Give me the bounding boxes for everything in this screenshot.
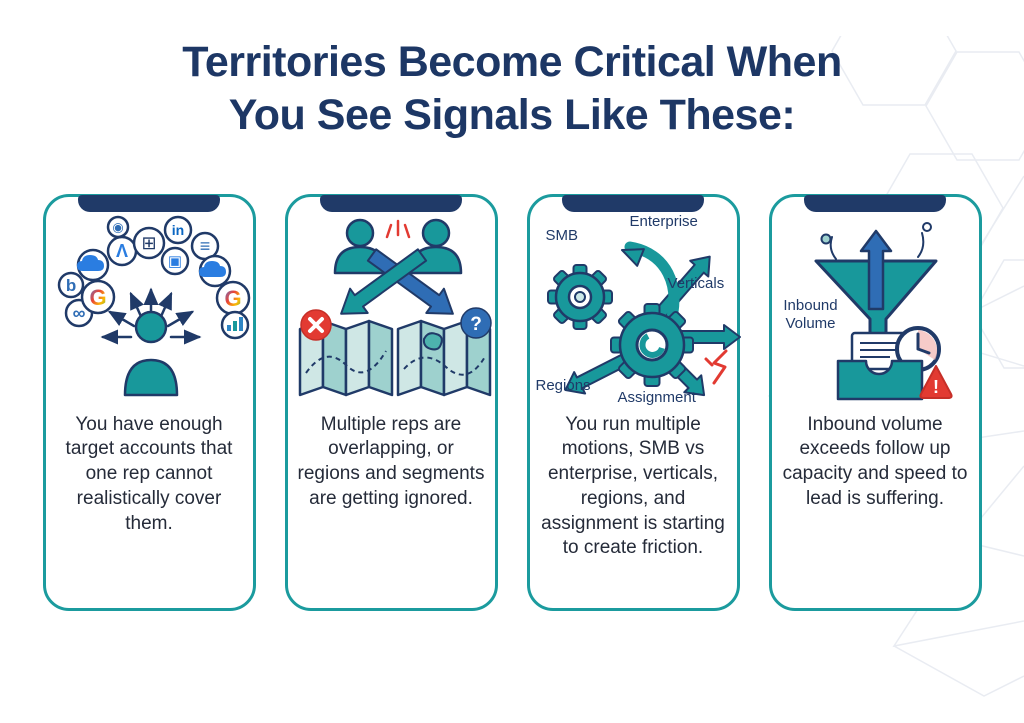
assignment-label: Assignment: [617, 388, 696, 406]
question-badge-icon: ?: [459, 307, 492, 339]
rep-right-icon: [409, 218, 462, 274]
phone-notch: [562, 194, 704, 212]
prospect-logo-cloud-icon: ∞ b G Λ: [57, 215, 250, 396]
inbound-volume-label: Inbound Volume: [783, 296, 838, 332]
bar-chart-logo-icon: [220, 310, 249, 339]
svg-text:b: b: [65, 276, 75, 295]
svg-text:∞: ∞: [72, 303, 85, 323]
region-blob: [422, 331, 443, 351]
card-overlapping-reps: ? Multiple reps are overlapping, or regi…: [284, 193, 498, 611]
card-enough-target-accounts: ∞ b G Λ: [42, 193, 256, 611]
svg-text:⊞: ⊞: [141, 233, 156, 253]
cloud-logo-icon: [198, 254, 231, 287]
card3-icon-area: SMB Enterprise Verticals Regions Assignm…: [530, 212, 741, 406]
conflict-spark-icon: [385, 219, 410, 238]
gear-logo-icon: ◉: [106, 215, 129, 238]
svg-text:?: ?: [470, 314, 482, 335]
teal-cross-arrow: [339, 248, 427, 315]
enterprise-label: Enterprise: [629, 212, 698, 230]
blue-cross-arrow: [366, 248, 454, 315]
card1-icon-area: ∞ b G Λ: [46, 213, 253, 405]
small-gear-icon: [546, 263, 613, 330]
card3-description: You run multiple motions, SMB vs enterpr…: [541, 413, 725, 559]
smb-label: SMB: [545, 226, 579, 244]
svg-text:◉: ◉: [112, 219, 123, 234]
regions-label: Regions: [535, 376, 591, 394]
svg-text:in: in: [171, 222, 183, 238]
page-title: Territories Become Critical When You See…: [0, 36, 1024, 142]
funnel-overflow-icon: !: [814, 221, 953, 400]
card2-description: Multiple reps are overlapping, or region…: [297, 413, 485, 509]
phone-notch: [320, 194, 462, 212]
conflicting-maps-icon: ?: [298, 218, 492, 396]
large-gear-icon: [609, 302, 694, 387]
svg-text:!: !: [933, 377, 939, 397]
salesforce-cloud-icon: [76, 248, 109, 281]
svg-text:G: G: [224, 286, 241, 311]
linkedin-logo-icon: in: [163, 215, 192, 244]
svg-text:≡: ≡: [199, 236, 210, 256]
gears-motions-icon: [546, 241, 741, 396]
google-logo-icon: G: [80, 279, 115, 314]
card1-description: You have enough target accounts that one…: [65, 413, 233, 534]
overflow-up-arrow: [859, 229, 892, 310]
card4-icon-area: ! Inbound Volume: [772, 213, 979, 405]
list-logo-icon: ≡: [190, 231, 219, 260]
page-title-line2: You See Signals Like These:: [228, 90, 796, 139]
signal-cards-row: ∞ b G Λ: [0, 193, 1024, 611]
card4-description: Inbound volume exceeds follow up capacit…: [782, 413, 968, 509]
map-left-icon: [298, 309, 393, 396]
google-logo-icon-2: G: [215, 280, 250, 315]
grid-logo-icon: ⊞: [132, 226, 165, 259]
verticals-label: Verticals: [667, 274, 725, 292]
page-title-line1: Territories Become Critical When: [182, 38, 842, 86]
azure-logo-icon: Λ: [106, 235, 137, 266]
card2-icon-area: ?: [288, 213, 495, 405]
warning-triangle-icon: !: [918, 364, 953, 399]
rep-person-icon: [123, 310, 178, 396]
card-multiple-motions: SMB Enterprise Verticals Regions Assignm…: [526, 193, 741, 611]
map-right-icon: ?: [396, 307, 492, 396]
svg-text:G: G: [89, 285, 106, 310]
letter-b-logo-icon: b: [57, 271, 84, 298]
inbox-tray-icon: [836, 359, 923, 400]
logo-circles: ∞ b G Λ: [57, 215, 250, 339]
splash-drops-icon: [820, 221, 932, 260]
doc-logo-icon: ▣: [160, 246, 189, 275]
phone-notch: [804, 194, 946, 212]
phone-notch: [78, 194, 220, 212]
friction-spark-icon: [704, 349, 727, 385]
error-x-badge-icon: [299, 309, 332, 341]
clock-icon: [894, 325, 941, 372]
svg-text:▣: ▣: [167, 253, 181, 270]
card-inbound-overflow: ! Inbound Volume Inbound volume exceeds …: [768, 193, 982, 611]
svg-text:Λ: Λ: [115, 241, 127, 261]
